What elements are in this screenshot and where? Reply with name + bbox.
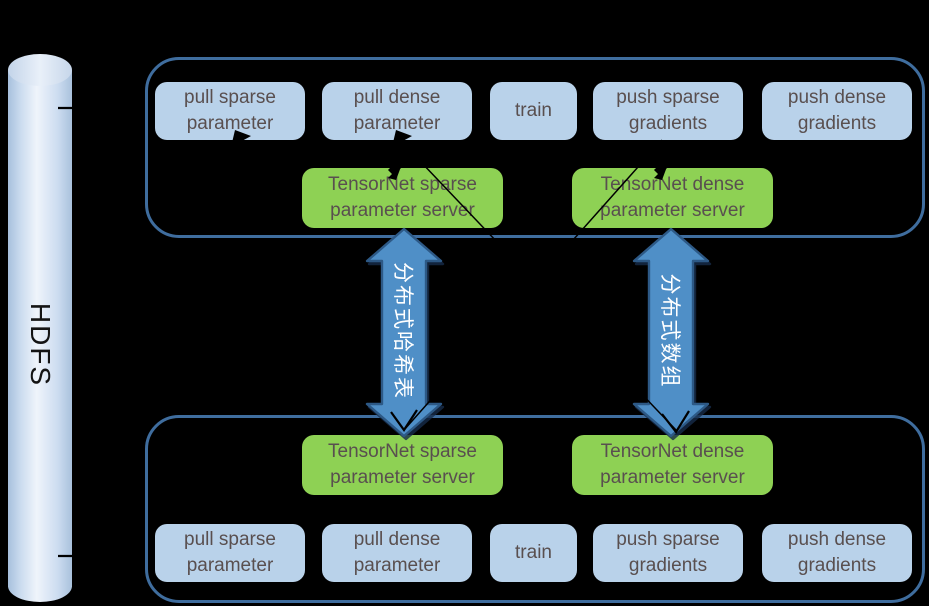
arrowhead-pull-dense (392, 130, 412, 147)
task-pull-dense-parameter-bottom: pull dense parameter (322, 524, 472, 582)
task-pull-sparse-parameter-bottom: pull sparse parameter (155, 524, 305, 582)
swoosh-dense-server (654, 156, 704, 176)
task-push-dense-gradients-top: push dense gradients (762, 82, 912, 140)
dense-parameter-server-top: TensorNet dense parameter server (572, 168, 773, 228)
worker-node-bottom-frame (145, 415, 925, 603)
connector-push-sparse (403, 139, 663, 431)
distributed-array-arrow (632, 227, 710, 438)
swoosh-dense-server-tip (654, 164, 668, 180)
task-push-dense-gradients-bottom: push dense gradients (762, 524, 912, 582)
task-train-top: train (490, 82, 577, 140)
connector-pull-dense-head (661, 410, 690, 434)
task-pull-sparse-parameter-top: pull sparse parameter (155, 82, 305, 140)
swoosh-sparse-server (388, 156, 438, 176)
dense-parameter-server-bottom: TensorNet dense parameter server (572, 435, 773, 495)
swoosh-sparse-server-tip (388, 164, 402, 180)
arrowhead-pull-sparse (231, 130, 251, 147)
task-push-sparse-gradients-bottom: push sparse gradients (593, 524, 743, 582)
task-push-sparse-gradients-top: push sparse gradients (593, 82, 743, 140)
sparse-parameter-server-top: TensorNet sparse parameter server (302, 168, 503, 228)
task-train-bottom: train (490, 524, 577, 582)
task-pull-dense-parameter-top: pull dense parameter (322, 82, 472, 140)
sparse-parameter-server-bottom: TensorNet sparse parameter server (302, 435, 503, 495)
connector-push-sparse-head (390, 409, 418, 432)
connector-pull-sparse-stub (241, 140, 306, 172)
worker-node-top-frame (145, 57, 925, 238)
connector-pull-dense (399, 139, 677, 431)
hdfs-cylinder (8, 54, 72, 602)
distributed-hash-table-arrow (365, 227, 443, 438)
